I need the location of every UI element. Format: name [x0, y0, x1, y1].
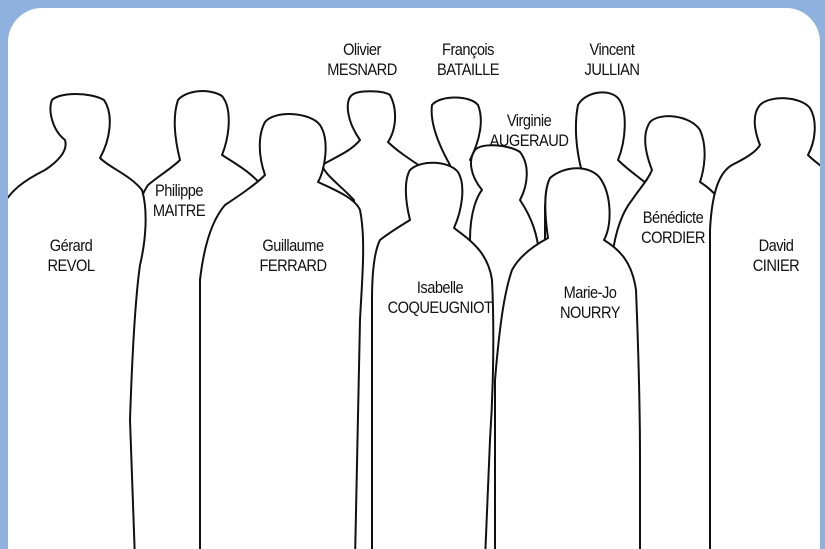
silhouette-gerard-revol	[8, 93, 147, 549]
name-label-philippe-maitre: Philippe MAITRE	[142, 181, 216, 221]
silhouette-guillaume-ferrard	[199, 113, 365, 549]
first-name: Olivier	[343, 40, 381, 59]
last-name: COQUEUGNIOT	[387, 298, 493, 317]
first-name: Philippe	[155, 181, 203, 200]
name-label-david-cinier: David CINIER	[743, 236, 808, 276]
silhouette-david-cinier	[709, 97, 820, 549]
last-name: MESNARD	[327, 60, 397, 79]
name-label-benedicte-cordier: Bénédicte CORDIER	[626, 208, 721, 248]
first-name: David	[758, 236, 794, 255]
last-name: FERRARD	[259, 256, 327, 275]
name-label-virginie-augeraud: Virginie AUGERAUD	[482, 111, 577, 151]
first-name: Guillaume	[262, 236, 324, 255]
last-name: REVOL	[47, 256, 95, 275]
first-name: François	[442, 40, 494, 59]
last-name: BATAILLE	[437, 60, 499, 79]
name-label-isabelle-coqueugniot: Isabelle COQUEUGNIOT	[380, 278, 500, 318]
first-name: Bénédicte	[642, 208, 704, 227]
first-name: Gérard	[49, 236, 93, 255]
name-label-guillaume-ferrard: Guillaume FERRARD	[247, 236, 338, 276]
silhouette-group	[8, 90, 820, 549]
last-name: AUGERAUD	[489, 131, 569, 150]
first-name: Marie-Jo	[563, 283, 617, 302]
last-name: JULLIAN	[584, 60, 640, 79]
team-photo-panel: Gérard REVOL Philippe MAITRE Guillaume F…	[8, 8, 820, 549]
name-label-vincent-jullian: Vincent JULLIAN	[567, 40, 656, 80]
first-name: Vincent	[589, 40, 635, 59]
name-label-gerard-revol: Gérard REVOL	[39, 236, 103, 276]
silhouette-marie-jo-nourry	[494, 167, 641, 549]
last-name: NOURRY	[559, 303, 621, 322]
last-name: CINIER	[752, 256, 800, 275]
name-label-marie-jo-nourry: Marie-Jo NOURRY	[545, 283, 634, 323]
first-name: Isabelle	[416, 278, 464, 297]
silhouette-isabelle-coqueugniot	[371, 161, 495, 549]
name-label-francois-bataille: François BATAILLE	[423, 40, 512, 80]
first-name: Virginie	[506, 111, 552, 130]
last-name: CORDIER	[641, 228, 705, 247]
name-label-olivier-mesnard: Olivier MESNARD	[317, 40, 406, 80]
last-name: MAITRE	[152, 201, 206, 220]
